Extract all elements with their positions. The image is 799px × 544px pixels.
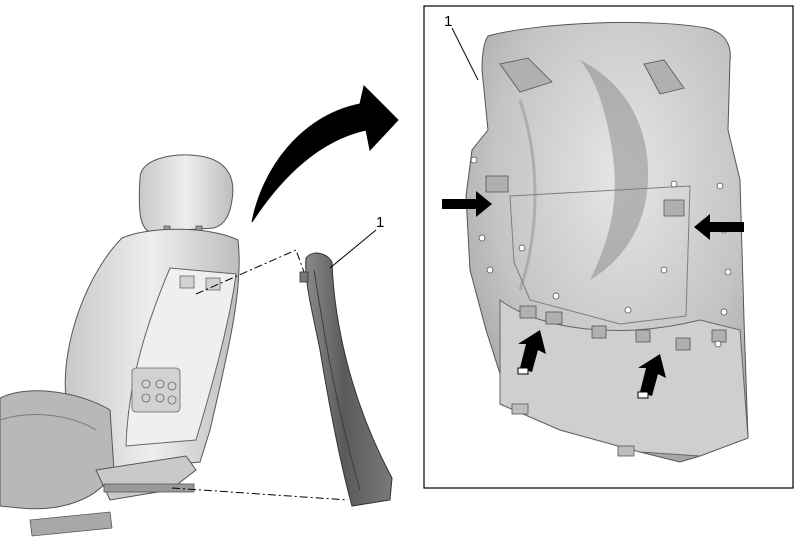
- clip-arrows: [442, 191, 744, 399]
- headrest: [138, 154, 234, 233]
- callout-seat-label: 1: [376, 214, 385, 231]
- arrow-right-icon: [442, 191, 492, 217]
- callout-detail-label: 1: [444, 13, 453, 30]
- callout-leader-detail: [451, 27, 479, 81]
- seat-rail: [103, 483, 195, 493]
- seat-assembly: [0, 154, 240, 537]
- seat-mechanism: [131, 275, 221, 413]
- alignment-lines: [171, 249, 349, 501]
- arrow-up-right-icon: [517, 330, 546, 375]
- callout-leader-seat: [329, 229, 377, 269]
- arrow-up-right-icon: [637, 354, 666, 399]
- back-panel-removed: [299, 252, 393, 507]
- seat-cushion: [0, 390, 115, 510]
- arrow-left-icon: [694, 214, 744, 240]
- transfer-arrow: [251, 85, 399, 223]
- detail-back-panel: [465, 21, 749, 463]
